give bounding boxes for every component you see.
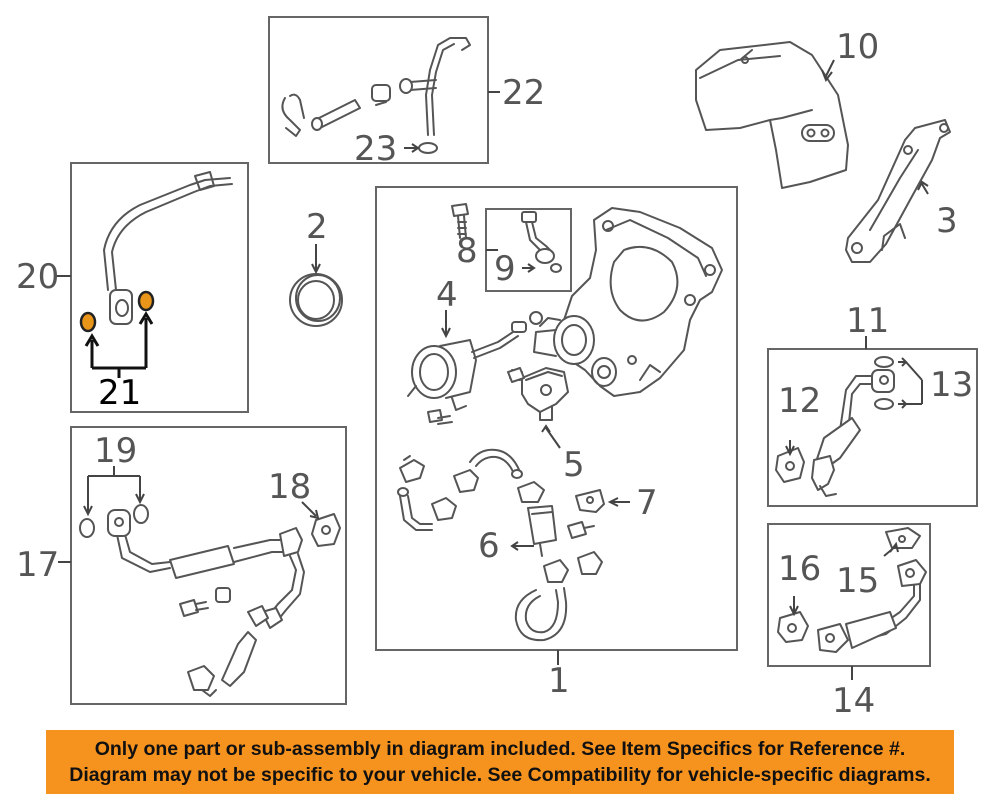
callout-20: 20	[16, 257, 59, 297]
seal-washer-highlighted	[79, 311, 97, 333]
solenoid-valve-6	[527, 505, 557, 557]
callout-1: 1	[548, 661, 570, 701]
gasket-15	[885, 527, 921, 549]
hose-loop	[514, 587, 568, 642]
seal-washer-highlighted	[137, 290, 155, 312]
heat-shield-10	[695, 41, 849, 189]
clamp-6-top	[517, 481, 545, 503]
clamp-mid	[453, 469, 479, 493]
sensor-9	[521, 211, 562, 273]
callout-numbers: 1 2 3 4 5 6 7 8 9 10 11 12 13 14 15 16 1…	[16, 27, 973, 721]
box-coolant-line-11	[767, 348, 978, 507]
clamp-left	[399, 455, 425, 483]
box-oil-line-20	[70, 162, 249, 413]
gasket-12	[775, 447, 805, 483]
callout-23: 23	[354, 129, 397, 169]
wastegate-actuator-4	[407, 321, 527, 411]
bolt-turbo	[427, 409, 453, 425]
gasket-18	[311, 513, 341, 547]
callout-15: 15	[836, 561, 879, 601]
notice-line-2: Diagram may not be specific to your vehi…	[69, 764, 931, 786]
callout-21: 21	[98, 373, 141, 413]
box-coolant-return-14	[767, 523, 931, 667]
oil-return-fasteners	[179, 587, 269, 697]
callout-3: 3	[936, 201, 958, 241]
callout-9: 9	[494, 249, 516, 289]
notice-line-1: Only one part or sub-assembly in diagram…	[94, 738, 906, 760]
notice-banner: Only one part or sub-assembly in diagram…	[46, 730, 954, 794]
bracket-3	[845, 119, 951, 263]
callout-18: 18	[268, 467, 311, 507]
oil-return-pipe-17	[79, 504, 305, 629]
coolant-feed-line-11	[811, 356, 895, 497]
callout-4: 4	[436, 275, 458, 315]
callout-22: 22	[502, 73, 545, 113]
coolant-return-line-14	[817, 559, 927, 653]
callout-16: 16	[778, 549, 821, 589]
bracket-7	[575, 489, 605, 513]
callout-19: 19	[94, 431, 137, 471]
callout-5: 5	[563, 445, 585, 485]
leader-lines	[56, 59, 929, 680]
callout-7: 7	[636, 483, 658, 523]
oil-feed-line-20	[79, 171, 233, 333]
box-oil-return-17	[70, 426, 347, 705]
callout-17: 17	[16, 545, 59, 585]
box-oil-feed-22	[268, 16, 489, 164]
turbocharger-1	[529, 207, 723, 397]
gasket-16	[777, 611, 809, 643]
callout-14: 14	[832, 681, 875, 721]
callout-2: 2	[306, 207, 328, 247]
callout-8: 8	[456, 231, 478, 271]
callout-6: 6	[478, 526, 500, 566]
vacuum-hose-upper	[469, 448, 523, 479]
bolt-8	[451, 203, 469, 239]
small-bolt-turbo	[507, 367, 525, 383]
bolt-small	[567, 521, 595, 539]
callout-13: 13	[930, 365, 973, 405]
seal-ring-2	[289, 273, 343, 327]
box-turbocharger-1	[375, 186, 738, 651]
hose-bent	[397, 487, 457, 531]
callout-10: 10	[836, 27, 879, 67]
callout-11: 11	[846, 301, 889, 341]
clamp-lower	[543, 551, 603, 583]
callout-12: 12	[778, 381, 821, 421]
oil-feed-pipe-22	[281, 37, 471, 154]
